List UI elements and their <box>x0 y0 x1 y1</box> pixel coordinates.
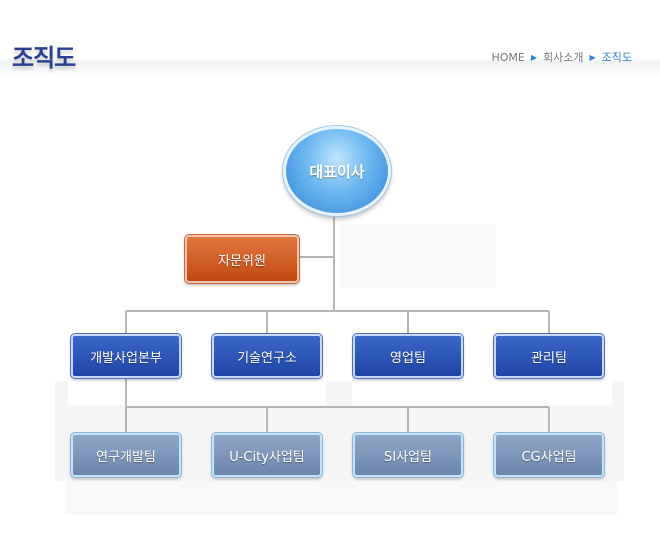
team-node: 연구개발팀 <box>70 432 182 478</box>
ceo-node: 대표이사 <box>283 126 391 216</box>
breadcrumb-arrow-icon: ▶ <box>530 52 537 62</box>
background-panel <box>352 381 612 405</box>
advisor-node: 자문위원 <box>184 234 300 284</box>
breadcrumb-home-link[interactable]: HOME <box>491 50 525 64</box>
department-node: 기술연구소 <box>211 333 323 379</box>
breadcrumb-current: 조직도 <box>601 51 632 64</box>
team-node: CG사업팀 <box>493 432 605 478</box>
breadcrumb-company-link[interactable]: 회사소개 <box>542 51 584 64</box>
breadcrumb-arrow-icon: ▶ <box>589 52 596 62</box>
department-node: 개발사업본부 <box>70 333 182 379</box>
background-panel <box>68 381 326 405</box>
page-header: 조직도 HOME ▶ 회사소개 ▶ 조직도 <box>0 0 660 76</box>
background-panel <box>65 481 617 515</box>
breadcrumb: HOME ▶ 회사소개 ▶ 조직도 <box>491 49 632 65</box>
page-title: 조직도 <box>12 44 76 72</box>
team-node: U-City사업팀 <box>211 432 323 478</box>
department-node: 관리팀 <box>493 333 605 379</box>
team-node: SI사업팀 <box>352 432 464 478</box>
department-node: 영업팀 <box>352 333 464 379</box>
background-panel <box>340 224 496 288</box>
